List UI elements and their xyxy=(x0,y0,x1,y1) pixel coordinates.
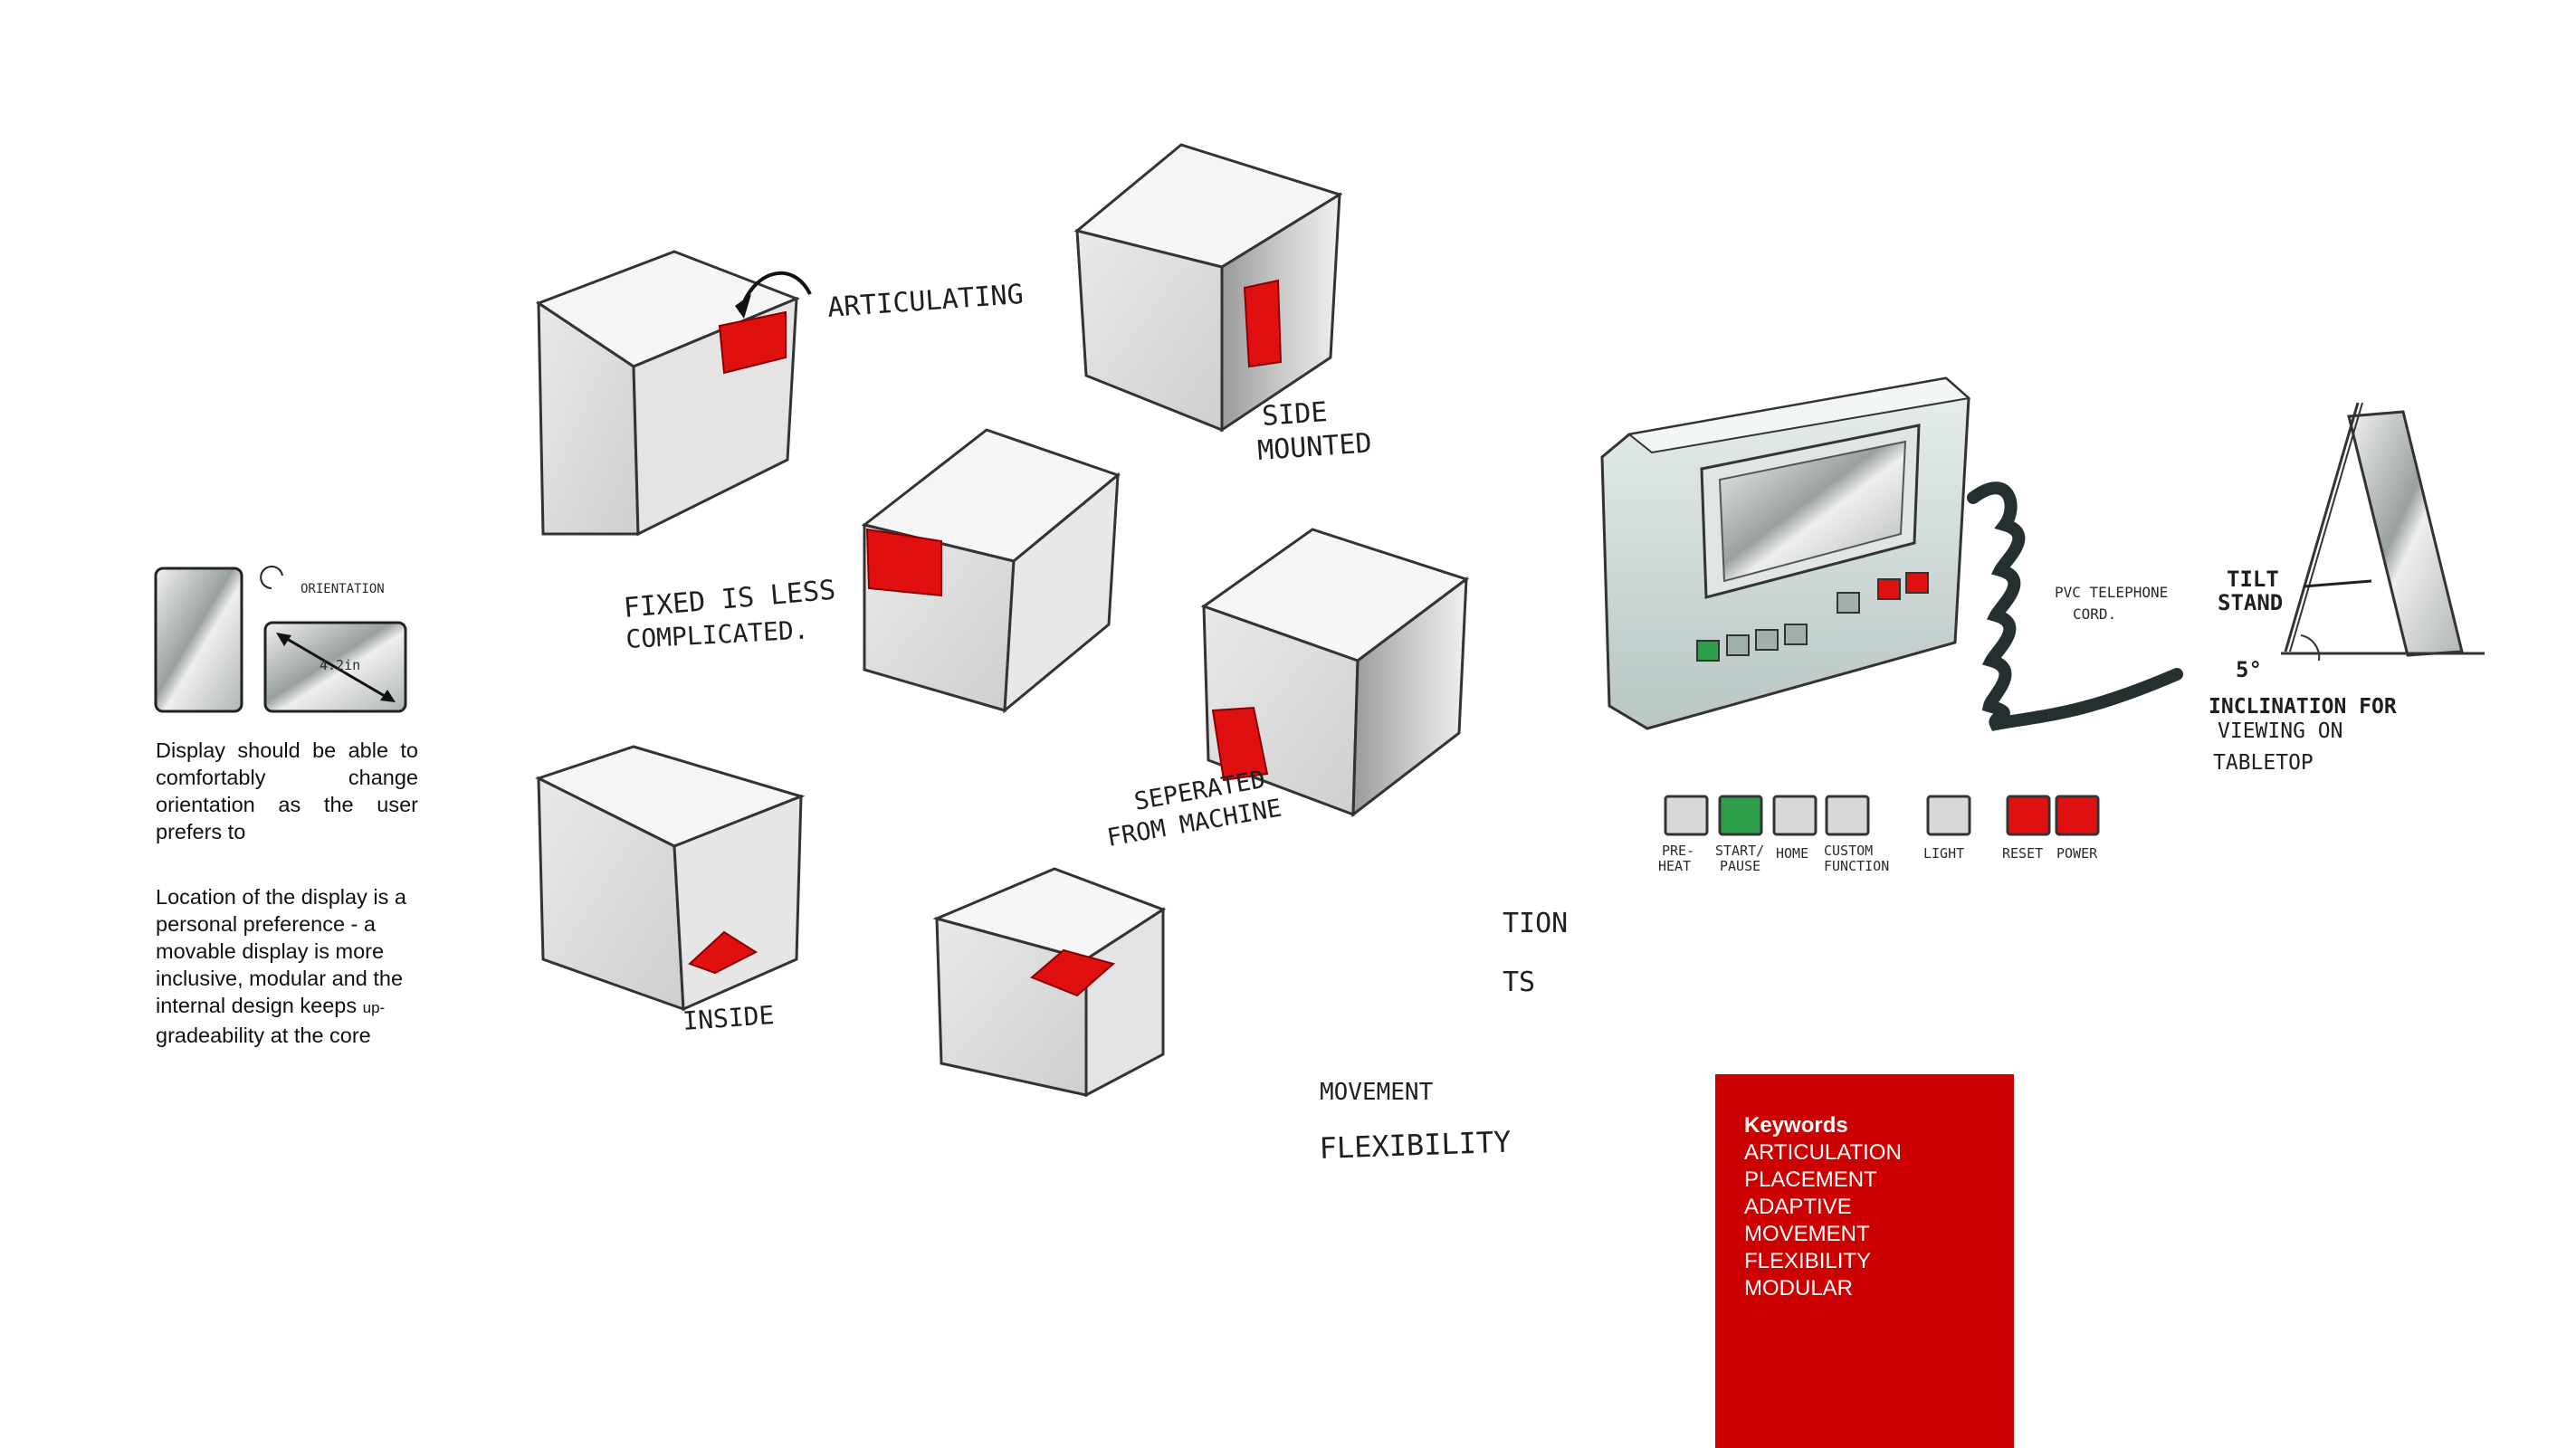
legend-label-home: HOME xyxy=(1776,845,1808,862)
keyword-item: MOVEMENT xyxy=(1744,1221,1902,1248)
label-angle: 5° xyxy=(2236,657,2262,682)
keyword-item: PLACEMENT xyxy=(1744,1167,1902,1194)
legend-custom-function-button xyxy=(1827,796,1868,834)
legend-label-custom-1: CUSTOM xyxy=(1824,843,1873,859)
cube-side-mounted xyxy=(1077,145,1340,430)
keyword-item: MODULAR xyxy=(1744,1275,1902,1302)
rotate-icon xyxy=(261,567,282,588)
label-inside: INSIDE xyxy=(682,1000,775,1036)
label-pvc-1: PVC TELEPHONE xyxy=(2055,584,2168,601)
button-legend xyxy=(1665,796,2098,834)
keyword-item: ARTICULATION xyxy=(1744,1139,1902,1167)
orientation-note: Display should be able to comfortably ch… xyxy=(156,737,418,845)
keywords-panel: Keywords ARTICULATION PLACEMENT ADAPTIVE… xyxy=(1715,1074,2014,1448)
legend-light-button xyxy=(1928,796,1970,834)
legend-label-preheat-2: HEAT xyxy=(1658,858,1691,874)
tilt-stand-sketch xyxy=(2281,403,2485,661)
label-orientation: ORIENTATION xyxy=(301,582,385,596)
legend-label-custom-2: FUNCTION xyxy=(1824,858,1889,874)
legend-label-power: POWER xyxy=(2056,845,2098,862)
legend-label-preheat-1: PRE- xyxy=(1662,843,1694,859)
location-note: Location of the display is a personal pr… xyxy=(156,883,432,1049)
keywords-list: Keywords ARTICULATION PLACEMENT ADAPTIVE… xyxy=(1744,1112,1902,1302)
label-dimension: 4.2in xyxy=(320,657,360,673)
keyword-item: FLEXIBILITY xyxy=(1744,1248,1902,1275)
legend-home-button xyxy=(1774,796,1816,834)
cube-inside xyxy=(539,747,801,1009)
legend-label-light: LIGHT xyxy=(1923,845,1964,862)
label-mounted: MOUNTED xyxy=(1256,427,1373,467)
location-note-end: gradeability at the core xyxy=(156,1024,371,1047)
location-note-up: up- xyxy=(363,999,386,1016)
label-inclination-3: TABLETOP xyxy=(2213,751,2314,775)
label-inclination-2: VIEWING ON xyxy=(2218,719,2342,743)
legend-label-start-2: PAUSE xyxy=(1720,858,1760,874)
legend-power-button xyxy=(2056,796,2098,834)
label-stand: STAND xyxy=(2218,590,2283,615)
legend-label-reset: RESET xyxy=(2002,845,2043,862)
legend-reset-button xyxy=(2008,796,2049,834)
cube-bottom xyxy=(937,869,1163,1095)
legend-label-start-1: START/ xyxy=(1715,843,1764,859)
label-articulating: ARTICULATING xyxy=(826,279,1025,324)
legend-preheat-button xyxy=(1665,796,1707,834)
label-pvc-2: CORD. xyxy=(2073,605,2116,623)
fragment-movement: MOVEMENT xyxy=(1320,1079,1434,1106)
fragment-tion: TION xyxy=(1503,908,1568,939)
label-inclination-1: INCLINATION FOR xyxy=(2209,695,2397,719)
keywords-title: Keywords xyxy=(1744,1112,1902,1139)
keyword-item: ADAPTIVE xyxy=(1744,1194,1902,1221)
cube-articulating xyxy=(539,252,810,534)
fragment-flexibility: FLEXIBILITY xyxy=(1319,1125,1512,1166)
fragment-ts: TS xyxy=(1503,967,1535,998)
cube-fixed xyxy=(864,430,1118,710)
location-note-text: Location of the display is a personal pr… xyxy=(156,885,406,1017)
display-device-sketch xyxy=(1602,378,2177,729)
legend-start-pause-button xyxy=(1720,796,1761,834)
label-tilt: TILT xyxy=(2227,567,2279,592)
label-side: SIDE xyxy=(1261,396,1329,433)
